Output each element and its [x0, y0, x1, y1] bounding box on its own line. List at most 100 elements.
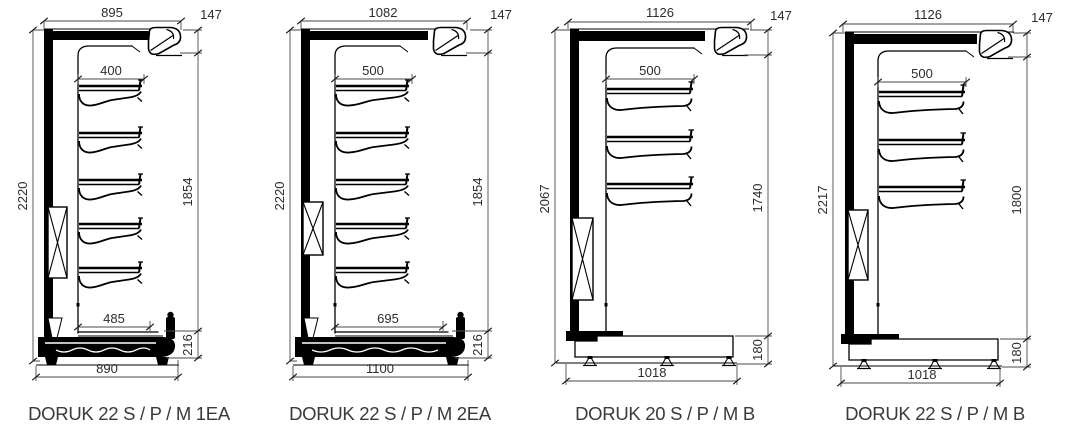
canopy-duct	[310, 31, 428, 40]
base-assembly	[36, 311, 179, 366]
dim-bottom-width: 1018	[908, 367, 937, 382]
shelf	[605, 128, 696, 161]
back-wall	[570, 29, 579, 332]
dim-top-width: 1082	[369, 5, 398, 20]
dim-top-width: 895	[101, 5, 123, 20]
drawing-panel-doruk-20-b: 2067 1126 147 1740 180 500 1018 DORUK 20…	[537, 5, 792, 424]
dim-top-width: 1126	[646, 5, 674, 20]
shelf	[605, 80, 696, 113]
drawing-title: DORUK 20 S / P / M B	[575, 403, 755, 424]
back-wall	[301, 29, 310, 357]
dim-deck-depth: 695	[377, 311, 399, 326]
drawing-panel-doruk-22-b: 2217 1126 147 1800 180 500 1018 DORUK 22…	[815, 7, 1053, 424]
back-wall	[44, 29, 53, 357]
bumper-knob	[457, 311, 464, 319]
dim-bottom-width: 890	[96, 361, 118, 376]
foot	[302, 357, 315, 365]
dim-overall-height: 2220	[15, 182, 30, 211]
drawing-title: DORUK 22 S / P / M B	[845, 403, 1025, 424]
dim-canopy-height: 147	[490, 7, 512, 22]
air-outlet-hook	[399, 45, 409, 53]
dim-bottom-width: 1018	[638, 365, 667, 380]
air-outlet-hook	[965, 50, 975, 58]
wall-base-flare	[566, 331, 623, 341]
drawing-panel-doruk-22-1ea: 2220 895 147 1854 216 400 485 890 DORUK …	[15, 5, 231, 424]
drawing-panel-doruk-22-2ea: 2220 1082 147 1854 216 500 695 1100 DORU…	[272, 5, 512, 424]
dim-shelf-depth: 500	[911, 66, 933, 81]
foot	[446, 357, 459, 365]
inner-liner	[605, 47, 695, 337]
dim-base-height: 216	[470, 334, 485, 356]
inner-liner	[334, 45, 401, 334]
shelf	[334, 125, 412, 154]
fan-coil-unit	[571, 217, 594, 301]
canopy-duct	[579, 31, 705, 41]
cabinet-section	[36, 26, 183, 366]
dim-overall-height: 2220	[272, 182, 287, 211]
dim-shelf-depth: 500	[362, 63, 384, 78]
dim-base-height: 180	[1009, 342, 1024, 364]
inner-liner	[77, 45, 133, 334]
dim-shelf-depth: 500	[639, 63, 661, 78]
base-assembly	[556, 335, 737, 367]
canopy-front-grille	[713, 26, 749, 57]
dim-overall-height: 2217	[815, 186, 830, 215]
shelf	[877, 178, 968, 211]
front-bumper-post	[456, 317, 465, 339]
canopy-front-grille	[147, 26, 183, 57]
dim-front-height: 1800	[1009, 186, 1024, 215]
shelf	[77, 172, 145, 201]
liner-node	[76, 303, 80, 307]
canopy-duct	[854, 34, 977, 44]
inner-liner	[877, 50, 967, 340]
dimensions: 2220 1082 147 1854 216 500 695 1100	[272, 5, 512, 381]
shelf	[77, 260, 145, 289]
dim-front-height: 1740	[750, 184, 765, 213]
drawing-title: DORUK 22 S / P / M 1EA	[28, 403, 231, 424]
air-outlet-hook	[131, 45, 141, 53]
dim-front-height: 1854	[470, 178, 485, 207]
canopy-front-grille	[432, 26, 468, 57]
cabinet-section	[833, 29, 1014, 370]
shelf	[77, 78, 145, 107]
dim-canopy-height: 147	[770, 8, 792, 23]
dim-base-height: 216	[180, 334, 195, 356]
back-wall	[845, 32, 854, 335]
shelf	[334, 216, 412, 245]
drawing-title: DORUK 22 S / P / M 2EA	[289, 403, 492, 424]
shelf	[77, 216, 145, 245]
bumper-knob	[167, 311, 174, 319]
front-bumper-post	[166, 317, 175, 339]
shelf	[877, 131, 968, 164]
shelf	[334, 172, 412, 201]
foot	[156, 357, 169, 365]
cabinet-section	[556, 26, 749, 367]
base-plinth	[574, 335, 734, 358]
dim-shelf-depth: 400	[100, 63, 122, 78]
base-assembly	[833, 338, 1002, 370]
dim-canopy-height: 147	[1031, 10, 1053, 25]
base-assembly	[293, 311, 469, 366]
shelf	[334, 260, 412, 289]
base-plinth	[848, 338, 999, 361]
shelf	[334, 78, 412, 107]
liner-node	[333, 303, 337, 307]
wall-base-flare	[841, 334, 899, 344]
dim-base-height: 180	[750, 339, 765, 361]
liner-node	[604, 303, 608, 307]
air-outlet-hook	[693, 47, 703, 55]
dim-deck-depth: 485	[103, 311, 125, 326]
shelf	[877, 83, 968, 116]
foot	[45, 357, 58, 365]
dim-front-height: 1854	[180, 178, 195, 207]
fan-coil-unit	[47, 206, 68, 279]
shelf	[605, 175, 696, 208]
liner-node	[876, 303, 880, 307]
dim-top-width: 1126	[914, 7, 942, 22]
fan-coil-unit	[302, 201, 324, 256]
dimensions: 2067 1126 147 1740 180 500 1018	[537, 5, 792, 385]
canopy-duct	[53, 31, 151, 40]
dimensions: 2220 895 147 1854 216 400 485 890	[15, 5, 222, 381]
cabinet-section	[293, 26, 469, 366]
